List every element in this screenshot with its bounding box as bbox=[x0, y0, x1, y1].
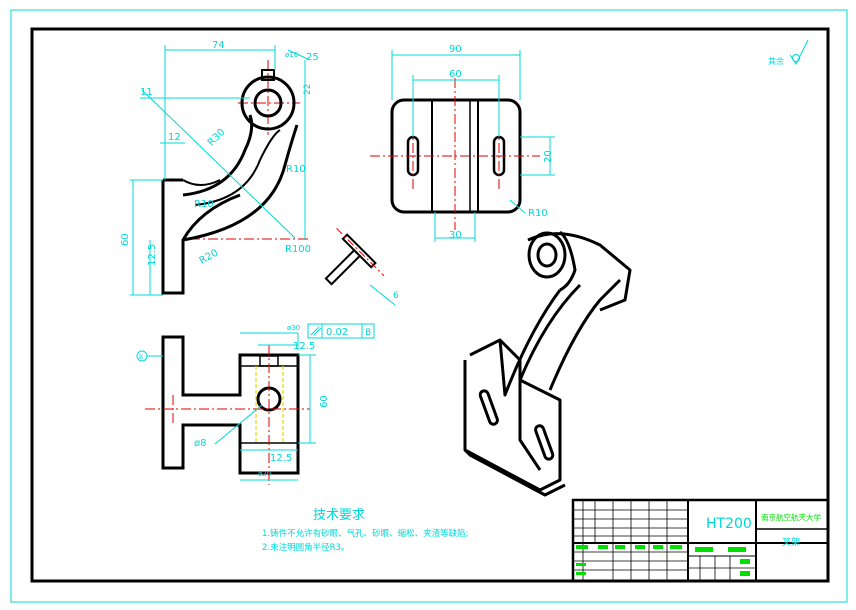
dim-r100: R100 bbox=[285, 244, 311, 255]
dim-74: 74 bbox=[212, 40, 225, 51]
inner-border bbox=[30, 27, 830, 583]
dim-6: 6 bbox=[393, 291, 399, 301]
outer-border bbox=[10, 9, 848, 603]
dim-30: 30 bbox=[449, 230, 462, 241]
dim-12-5-left: 12.5 bbox=[147, 244, 158, 266]
title-block: HT200 南京航空航天大学 叉架 bbox=[571, 498, 830, 583]
dim-r10-plate: R10 bbox=[528, 208, 548, 219]
section-t bbox=[324, 227, 385, 286]
side-view: 0.02 B B ø30 12.5 60 ø8 12.5 ø20 bbox=[136, 323, 375, 485]
dim-12-5-top: 12.5 bbox=[293, 341, 315, 352]
dim-r10-base: R10 bbox=[194, 199, 214, 210]
dim-phi8: ø8 bbox=[194, 438, 206, 449]
dim-r30: R30 bbox=[206, 127, 228, 149]
dim-60-left: 60 bbox=[120, 233, 131, 246]
tolerance-value: 0.02 bbox=[326, 327, 348, 338]
isometric-view bbox=[463, 230, 632, 497]
part-name-label: 叉架 bbox=[782, 537, 800, 548]
dim-phi30: ø30 bbox=[287, 324, 300, 332]
dim-phi20: ø20 bbox=[258, 470, 271, 478]
dim-phi16: ø16 bbox=[285, 51, 299, 59]
tech-req-line-2: 2.未注明圆角半径R3。 bbox=[262, 542, 349, 553]
dim-12-5-bot: 12.5 bbox=[270, 453, 292, 464]
roughness-label: 其余 bbox=[768, 56, 784, 66]
dim-20: 20 bbox=[543, 150, 554, 163]
material-label: HT200 bbox=[706, 516, 752, 532]
datum-label: B bbox=[139, 354, 143, 361]
tech-req-title: 技术要求 bbox=[313, 508, 365, 523]
front-view: 74 ø16 25 22 11 12 R30 R10 R10 R100 R20 … bbox=[120, 40, 319, 296]
tolerance-datum: B bbox=[365, 328, 371, 338]
dim-22: 22 bbox=[303, 84, 313, 95]
plate-view: 90 60 20 30 R10 bbox=[370, 44, 555, 242]
dim-60-top: 60 bbox=[449, 69, 462, 80]
organization-label: 南京航空航天大学 bbox=[761, 512, 821, 522]
dim-11: 11 bbox=[140, 87, 153, 98]
dim-90: 90 bbox=[449, 44, 462, 55]
dim-25: 25 bbox=[306, 52, 319, 63]
dim-r10-arm: R10 bbox=[286, 164, 306, 175]
dim-12: 12 bbox=[168, 132, 181, 143]
dim-r20: R20 bbox=[198, 247, 221, 266]
dim-60-bottom: 60 bbox=[319, 395, 330, 408]
tech-req-line-1: 1.铸件不允许有砂眼、气孔、砂眼、缩松、夹渣等缺陷; bbox=[262, 528, 468, 539]
